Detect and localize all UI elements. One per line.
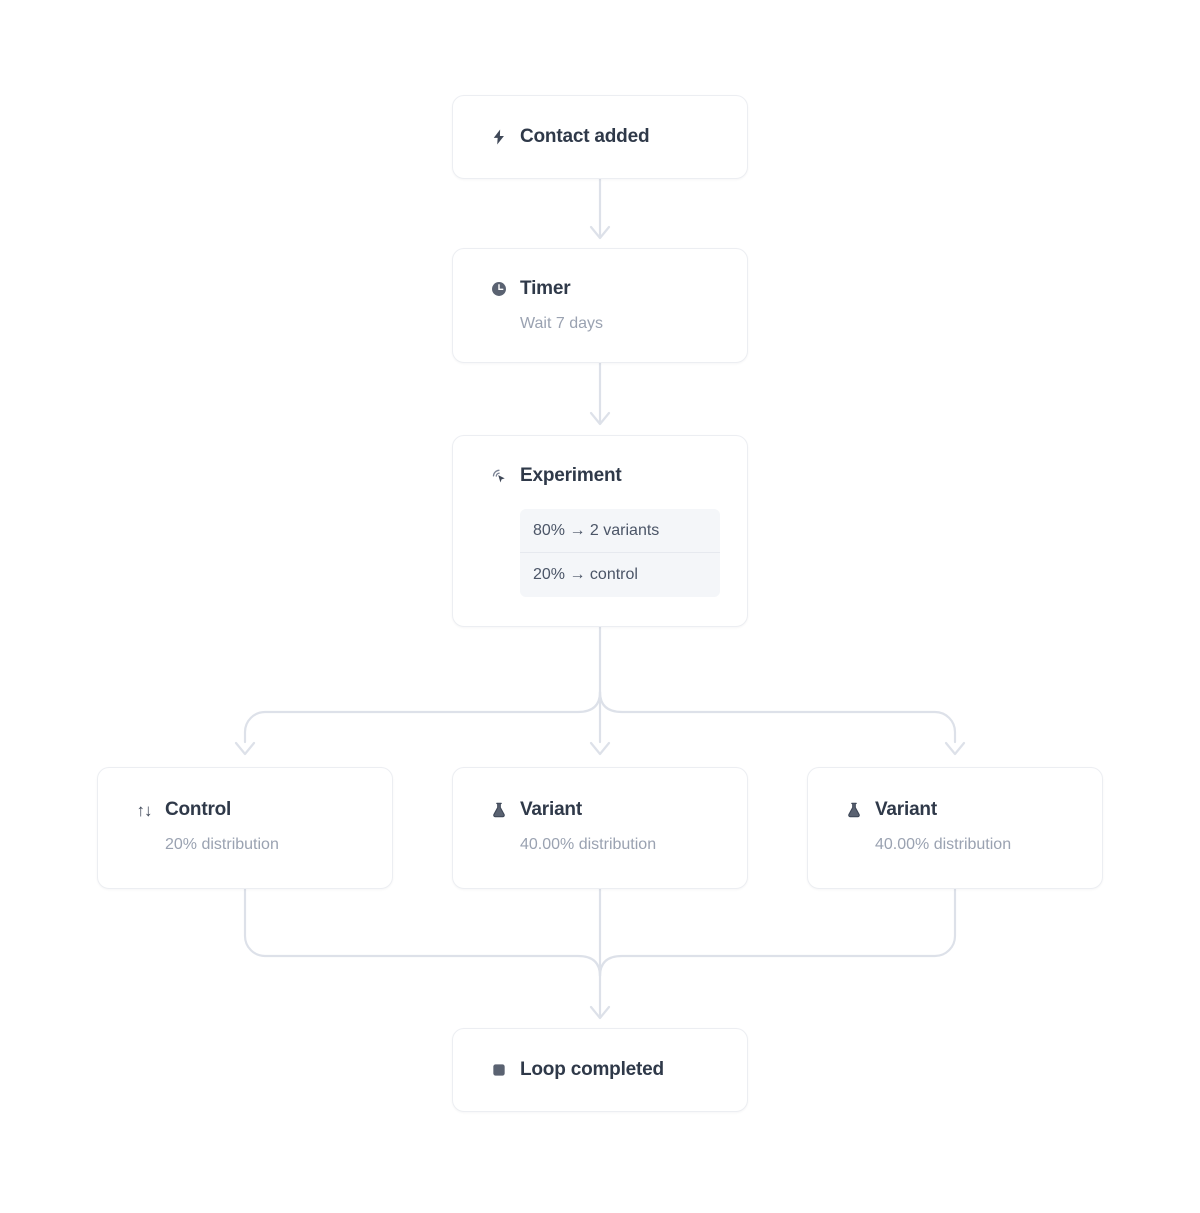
node-header: ↑↓ Control — [134, 799, 392, 822]
node-title: Loop completed — [520, 1059, 664, 1080]
node-timer[interactable]: Timer Wait 7 days — [452, 248, 748, 363]
node-loop-completed[interactable]: Loop completed — [452, 1028, 748, 1112]
split-row: 80% → 2 variants — [533, 521, 660, 539]
node-contact-added[interactable]: Contact added — [452, 95, 748, 179]
connector-experiment-split — [234, 625, 966, 756]
node-title: Contact added — [520, 126, 650, 147]
clock-icon — [489, 279, 509, 299]
up-down-arrows-icon: ↑↓ — [134, 800, 154, 820]
node-header: Contact added — [489, 126, 747, 149]
stop-square-icon — [489, 1060, 509, 1080]
node-subtitle: 20% distribution — [165, 835, 279, 853]
node-title: Variant — [875, 799, 937, 820]
split-row: 20% → control — [520, 552, 720, 597]
lightning-bolt-icon — [489, 127, 509, 147]
node-subtitle: Wait 7 days — [520, 314, 603, 332]
node-header: Loop completed — [489, 1059, 747, 1082]
node-title: Control — [165, 799, 232, 820]
node-title: Experiment — [520, 465, 622, 486]
node-subtitle: 40.00% distribution — [875, 835, 1012, 853]
node-control[interactable]: ↑↓ Control 20% distribution — [97, 767, 393, 889]
connector-timer-to-experiment — [589, 361, 611, 426]
connector-trigger-to-timer — [589, 177, 611, 240]
flask-icon — [844, 800, 864, 820]
up-down-arrows-glyph: ↑↓ — [136, 800, 153, 820]
node-title: Timer — [520, 278, 571, 299]
node-header: Variant — [844, 799, 1102, 822]
node-header: Experiment — [489, 465, 747, 488]
node-header: Timer — [489, 278, 747, 301]
split-distribution-panel: 80% → 2 variants 20% → control — [520, 508, 720, 597]
node-experiment[interactable]: Experiment 80% → 2 variants 20% → contro… — [452, 435, 748, 627]
node-variant-a[interactable]: Variant 40.00% distribution — [452, 767, 748, 889]
node-header: Variant — [489, 799, 747, 822]
connector-branches-merge — [243, 887, 957, 1020]
node-title: Variant — [520, 799, 582, 820]
cursor-click-icon — [489, 466, 509, 486]
node-subtitle: 40.00% distribution — [520, 835, 657, 853]
flask-icon — [489, 800, 509, 820]
node-variant-b[interactable]: Variant 40.00% distribution — [807, 767, 1103, 889]
